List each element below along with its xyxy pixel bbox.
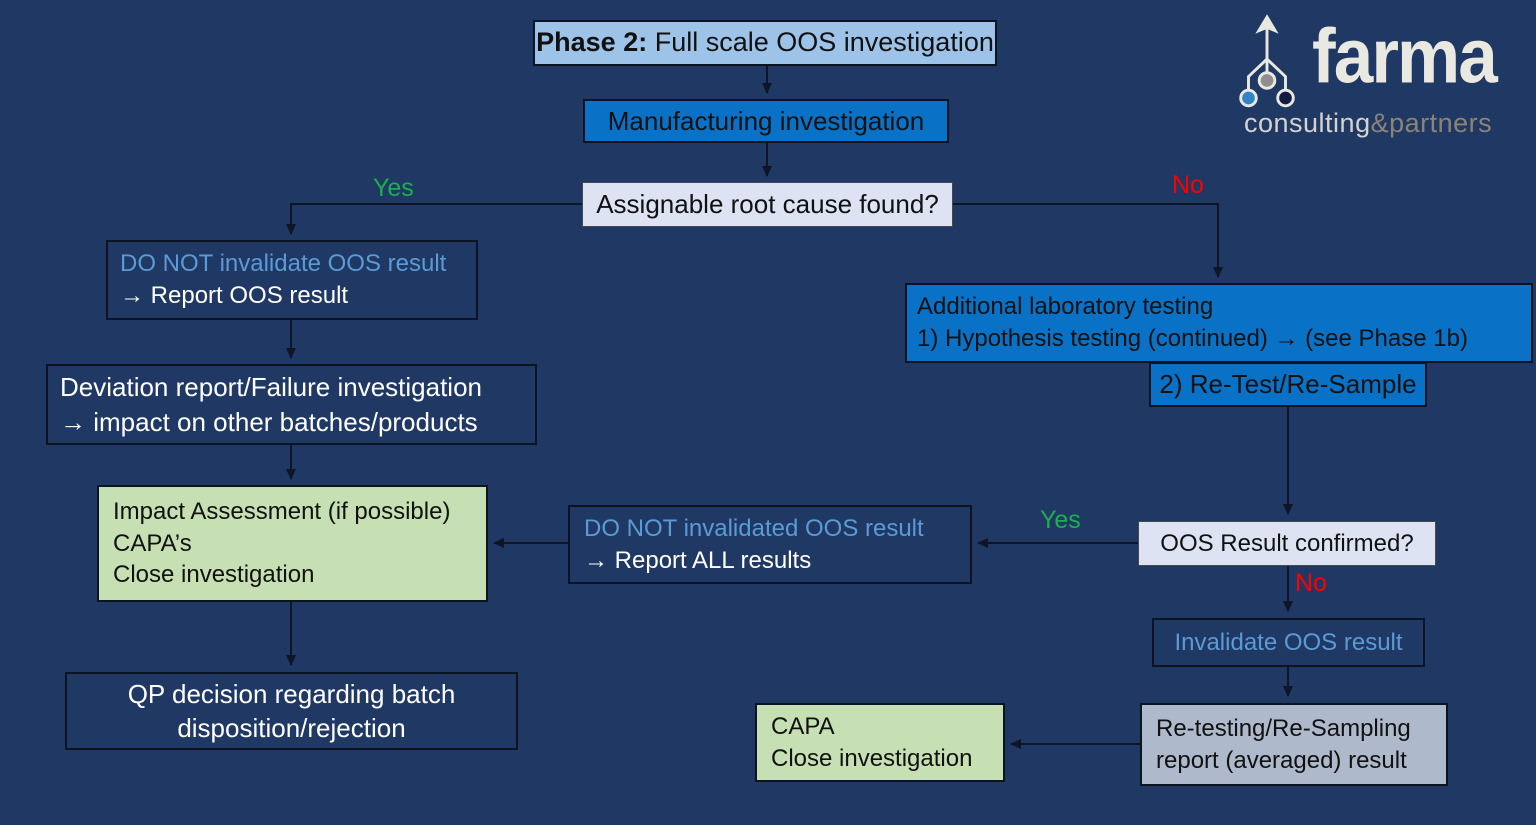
- node-impact-assessment: Impact Assessment (if possible) CAPA’s C…: [97, 485, 488, 602]
- farma-logo: farma consulting&partners: [1230, 12, 1522, 139]
- node-additional-lab-testing: Additional laboratory testing 1) Hypothe…: [905, 283, 1533, 363]
- node-capa-close: CAPA Close investigation: [755, 703, 1005, 782]
- text-line: OOS Result confirmed?: [1160, 529, 1414, 557]
- logo-subtitle-consulting: consulting: [1244, 108, 1371, 138]
- label-no-right: No: [1172, 171, 1204, 199]
- text-line: Impact Assessment (if possible): [113, 497, 451, 525]
- text-line: → Report ALL results: [584, 546, 812, 574]
- text-line: QP decision regarding batch: [127, 678, 456, 709]
- text-line: → impact on other batches/products: [60, 406, 478, 437]
- text-line: Invalidate OOS result: [1174, 628, 1403, 656]
- text-line: Close investigation: [771, 744, 973, 772]
- phase2-rest: Full scale OOS investigation: [647, 27, 994, 58]
- phase2-prefix: Phase 2:: [536, 27, 648, 58]
- node-oos-result-confirmed: OOS Result confirmed?: [1138, 521, 1436, 566]
- logo-subtitle-partners: partners: [1389, 108, 1493, 138]
- text-line: → Report OOS result: [120, 282, 349, 309]
- text-line: report (averaged) result: [1156, 746, 1407, 774]
- node-deviation-report: Deviation report/Failure investigation →…: [46, 364, 537, 445]
- farma-logo-icon: [1239, 14, 1295, 108]
- text-line: DO NOT invalidated OOS result: [584, 514, 924, 542]
- text-line: Deviation report/Failure investigation: [60, 372, 482, 403]
- label-no-middle: No: [1295, 569, 1327, 597]
- node-do-not-invalidated-oos: DO NOT invalidated OOS result → Report A…: [568, 505, 972, 584]
- farma-logo-name: farma: [1312, 13, 1498, 100]
- node-retesting-report: Re-testing/Re-Sampling report (averaged)…: [1140, 703, 1448, 786]
- text-line: 2) Re-Test/Re-Sample: [1159, 369, 1417, 400]
- text-line: Assignable root cause found?: [596, 189, 939, 220]
- node-do-not-invalidate-oos: DO NOT invalidate OOS result → Report OO…: [106, 240, 478, 320]
- text-line: Additional laboratory testing: [917, 293, 1214, 321]
- node-phase2-title: Phase 2: Full scale OOS investigation: [533, 20, 997, 66]
- phase2-text: Phase 2: Full scale OOS investigation: [536, 25, 994, 61]
- node-manufacturing-investigation: Manufacturing investigation: [583, 99, 949, 143]
- label-yes-middle: Yes: [1040, 506, 1081, 534]
- text-line: disposition/rejection: [177, 713, 406, 743]
- text-line: DO NOT invalidate OOS result: [120, 250, 447, 278]
- logo-subtitle-amp: &: [1370, 108, 1390, 138]
- node-qp-decision: QP decision regarding batch disposition/…: [65, 672, 518, 750]
- text-line: Manufacturing investigation: [607, 105, 925, 136]
- farma-logo-subtitle: consulting&partners: [1230, 108, 1522, 139]
- text-line: CAPA’s: [113, 529, 192, 557]
- node-assignable-root-cause: Assignable root cause found?: [582, 182, 953, 227]
- node-retest-resample: 2) Re-Test/Re-Sample: [1149, 362, 1427, 407]
- text-line: Re-testing/Re-Sampling: [1156, 714, 1411, 742]
- text-line: Close investigation: [113, 561, 315, 589]
- text-line: 1) Hypothesis testing (continued) → (see…: [917, 325, 1468, 352]
- text-line: CAPA: [771, 712, 835, 740]
- label-yes-left: Yes: [373, 174, 414, 202]
- node-invalidate-oos: Invalidate OOS result: [1152, 618, 1425, 667]
